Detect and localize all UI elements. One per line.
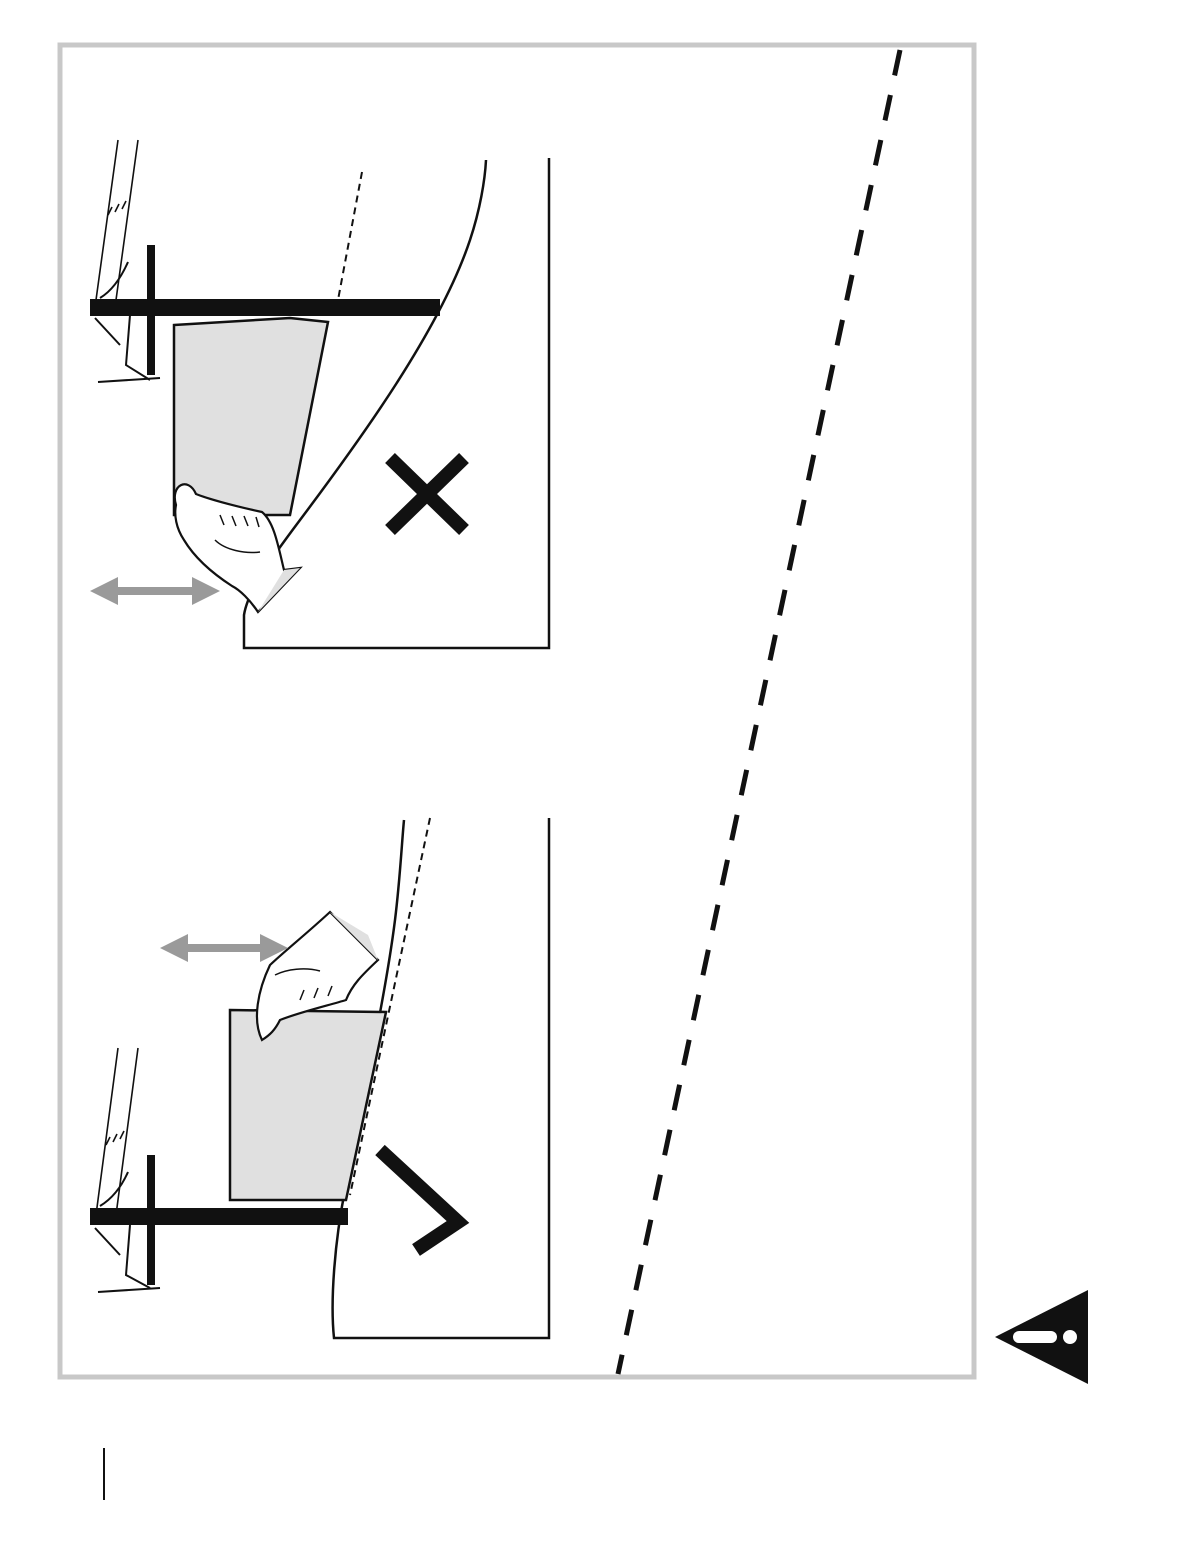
exclamation-triangle-icon xyxy=(995,1290,1088,1384)
machine-wires xyxy=(96,140,138,300)
dashed-cut-line xyxy=(618,50,900,1374)
double-arrow-icon xyxy=(160,934,288,962)
panel-correct xyxy=(90,818,549,1338)
clamp-post xyxy=(147,245,155,375)
paper-sheet xyxy=(174,318,328,515)
clamp-bar xyxy=(90,1208,348,1225)
guide-dashed-line xyxy=(338,172,362,300)
double-arrow-icon xyxy=(90,577,220,605)
panel-incorrect xyxy=(90,140,549,648)
clamp-bar xyxy=(90,299,440,316)
clamp-post xyxy=(147,1155,155,1285)
